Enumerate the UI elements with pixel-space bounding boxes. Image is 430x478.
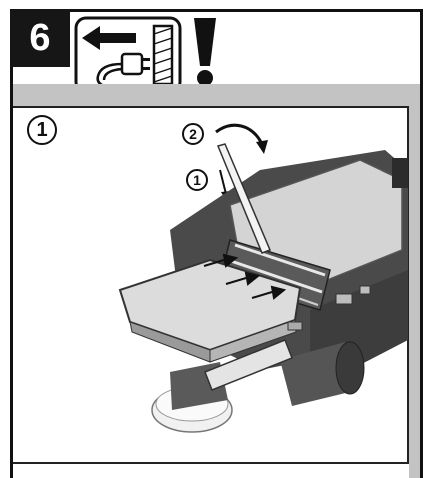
- header-band: [13, 84, 420, 106]
- rotate-arrow-icon: [215, 123, 268, 154]
- warning-icon: [194, 18, 216, 86]
- callout-step-2: 2: [182, 123, 204, 145]
- frame-right-line: [420, 9, 423, 478]
- right-margin-strip: [409, 106, 420, 478]
- planer-illustration: [118, 143, 408, 433]
- callout-step-1: 1: [186, 169, 208, 191]
- figure-label: 1: [27, 115, 57, 145]
- frame-top-line: [10, 9, 423, 12]
- step-number: 6: [10, 9, 70, 67]
- frame-left-line: [10, 9, 13, 478]
- unplug-icon: [74, 16, 182, 94]
